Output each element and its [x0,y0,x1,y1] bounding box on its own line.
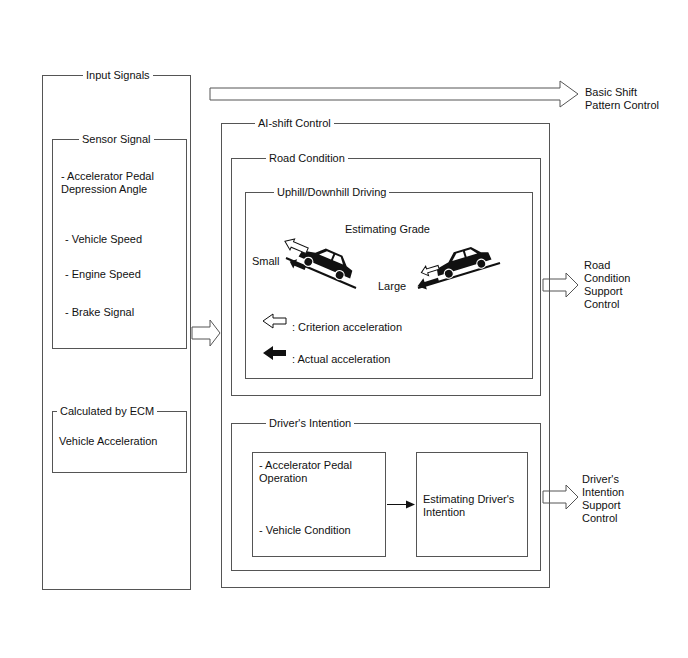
arrow-head [406,501,415,509]
output-label: Basic Shift Pattern Control [585,86,671,112]
ai-shift-box: AI-shift ControlRoad ConditionUphill/Dow… [221,123,550,588]
hollow-arrow-shape [192,320,220,346]
legend-text: : Actual acceleration [292,353,390,366]
criterion-arrow [283,236,310,256]
box-text: Estimating Driver's Intention [423,493,523,519]
criterion-arrow [420,263,440,278]
group-heading: AI-shift Control [255,117,334,130]
output-label: Driver's Intention Support Control [582,473,640,525]
road-condition-box: Road ConditionUphill/Downhill DrivingEst… [231,158,541,396]
group-heading: Driver's Intention [266,417,354,430]
actual-arrow [288,257,308,273]
hollow-arrow [543,485,578,509]
grade-label: Large [378,280,406,293]
signal-item: - Brake Signal [65,306,134,319]
output-label: Road Condition Support Control [584,259,642,311]
group-heading: Calculated by ECM [57,405,157,418]
hollow-flow-arrow [192,320,220,346]
signal-item: - Accelerator Pedal Depression Angle [61,170,183,196]
estimate-box: Estimating Driver's Intention [416,452,528,557]
car-icon [433,242,493,281]
condition-item: - Accelerator Pedal Operation [259,459,381,485]
grade-label: Small [252,255,280,268]
arrow-line [387,504,407,505]
signal-item: - Engine Speed [65,268,141,281]
group-heading: Road Condition [266,152,348,165]
input-group-box: Input SignalsSensor Signal- Accelerator … [42,75,191,590]
driver-intention-box: Driver's Intention- Accelerator Pedal Op… [231,423,541,571]
grade-box: Uphill/Downhill DrivingEstimating GradeS… [245,192,533,379]
box-title: Estimating Grade [246,223,529,236]
group-heading: Sensor Signal [79,133,154,146]
actual-arrow [263,346,286,360]
condition-box: - Accelerator Pedal Operation - Vehicle C… [252,452,386,557]
legend-text: : Criterion acceleration [292,321,402,334]
signal-item: - Vehicle Speed [65,233,142,246]
group-heading: Input Signals [83,69,153,82]
criterion-arrow [263,314,286,328]
condition-item: - Vehicle Condition [259,524,351,537]
hollow-arrow [543,273,578,297]
signal-item: Vehicle Acceleration [59,435,157,448]
hollow-arrow [210,81,578,107]
flow-arrow [387,501,415,509]
group-heading: Uphill/Downhill Driving [274,186,389,199]
ecm-box: Calculated by ECMVehicle Acceleration [52,411,187,473]
sensor-box: Sensor Signal- Accelerator Pedal Depress… [52,139,187,349]
actual-arrow [416,274,441,292]
